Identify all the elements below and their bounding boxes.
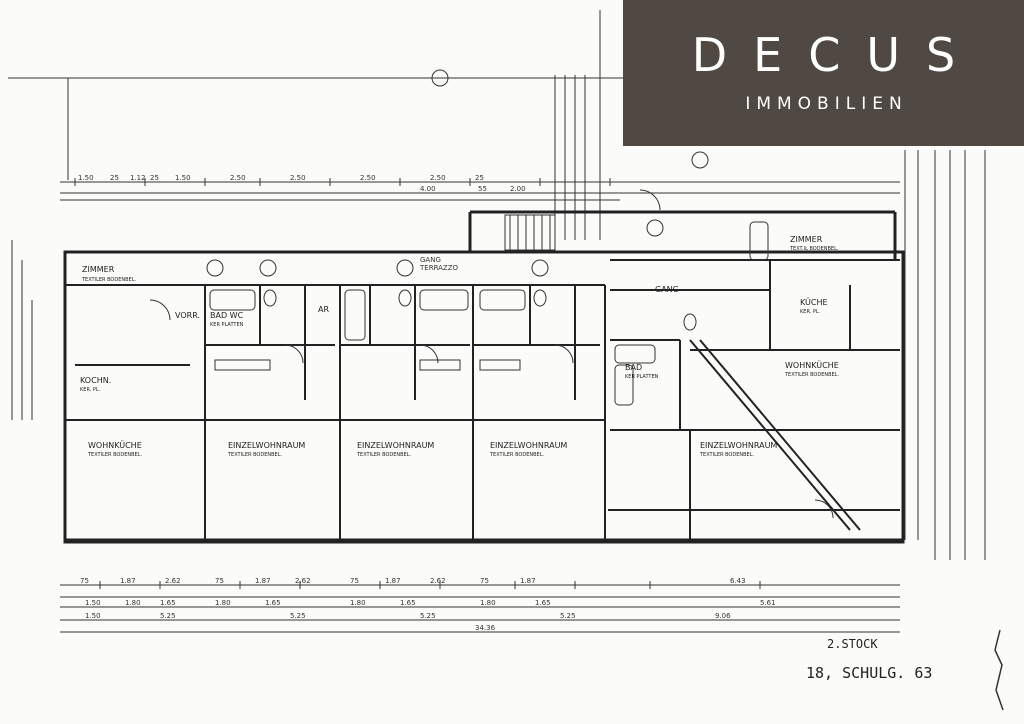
- room-12-floor: TEXTILER BODENBEL.: [784, 372, 839, 378]
- dim-bottom-8: 2.62: [430, 577, 446, 585]
- room-5-name: WOHNKÜCHE: [88, 440, 142, 450]
- logo-name: DECUS: [691, 28, 982, 82]
- dim-bottom-9: 75: [480, 577, 489, 585]
- floor-label: 2.STOCK: [827, 637, 878, 651]
- room-7-name: EINZELWOHNRAUM: [357, 441, 434, 450]
- room-0-name: ZIMMER: [82, 265, 115, 274]
- room-14-name: BAD: [625, 363, 642, 372]
- room-1-name: VORR.: [175, 311, 200, 320]
- dim-bottom3-1: 5.25: [160, 612, 176, 620]
- room-6-name: EINZELWOHNRAUM: [228, 441, 305, 450]
- dim-top-8: 2.50: [430, 174, 446, 182]
- room-6-floor: TEXTILER BODENBEL.: [227, 452, 282, 458]
- corridor-sub: TERRAZZO: [419, 264, 459, 272]
- room-4-name: BAD WC: [210, 311, 244, 320]
- dim-top-9: 25: [475, 174, 484, 182]
- outer-wall: [63, 250, 905, 544]
- dim-bottom-6: 75: [350, 577, 359, 585]
- room-0-floor: TEXTILER BODENBEL.: [81, 277, 136, 283]
- room-2-name: AR: [318, 305, 329, 314]
- dim-bottom2-9: 5.61: [760, 599, 776, 607]
- dim-bottom3-0: 1.50: [85, 612, 101, 620]
- dim-bottom2-2: 1.65: [160, 599, 176, 607]
- dim-bottom-11: 6.43: [730, 577, 746, 585]
- dim-bottom3-4: 5.25: [560, 612, 576, 620]
- room-9-name: EINZELWOHNRAUM: [700, 441, 777, 450]
- dim-bottom2-1: 1.80: [125, 599, 141, 607]
- dim-bottom2-0: 1.50: [85, 599, 101, 607]
- dim-bottom2-3: 1.80: [215, 599, 231, 607]
- dim-top-10: 4.00: [420, 185, 436, 193]
- room-8-floor: TEXTILER BODENBEL.: [489, 452, 544, 458]
- dim-bottom2-6: 1.65: [400, 599, 416, 607]
- dim-top-11: 55: [478, 185, 487, 193]
- dim-top-12: 2.00: [510, 185, 526, 193]
- room-11-floor: KER. PL.: [800, 309, 821, 315]
- dim-bottom-1: 1.87: [120, 577, 136, 585]
- dim-top-3: 25: [150, 174, 159, 182]
- address-label: 18, SCHULG. 63: [806, 664, 933, 682]
- dim-bottom-5: 2.62: [295, 577, 311, 585]
- room-3-name: KOCHN.: [80, 376, 111, 385]
- room-4-floor: KER PLATTEN: [210, 322, 244, 328]
- dim-bottom-10: 1.87: [520, 577, 536, 585]
- dim-bottom-0: 75: [80, 577, 89, 585]
- dim-top-5: 2.50: [230, 174, 246, 182]
- total-width: 34.36: [475, 624, 496, 632]
- room-9-floor: TEXTILER BODENBEL.: [699, 452, 754, 458]
- room-11-name: KÜCHE: [800, 297, 828, 307]
- dim-top-2: 1.12: [130, 174, 146, 182]
- dim-bottom2-5: 1.80: [350, 599, 366, 607]
- dim-bottom3-3: 5.25: [420, 612, 436, 620]
- dim-top-4: 1.50: [175, 174, 191, 182]
- dim-bottom-7: 1.87: [385, 577, 401, 585]
- dim-bottom2-7: 1.80: [480, 599, 496, 607]
- dim-top-7: 2.50: [360, 174, 376, 182]
- room-13-name: GANG: [655, 285, 679, 294]
- room-10-floor: TEXT.IL BODENBEL.: [789, 246, 839, 252]
- dim-bottom-2: 2.62: [165, 577, 181, 585]
- room-3-floor: KER. PL.: [80, 387, 101, 393]
- dim-bottom-4: 1.87: [255, 577, 271, 585]
- dim-bottom3-5: 9.06: [715, 612, 731, 620]
- room-5-floor: TEXTILER BODENBEL.: [87, 452, 142, 458]
- room-14-floor: KER PLATTEN: [625, 374, 659, 380]
- room-7-floor: TEXTILER BODENBEL.: [356, 452, 411, 458]
- room-12-name: WOHNKÜCHE: [785, 360, 839, 370]
- dim-bottom2-4: 1.65: [265, 599, 281, 607]
- dim-top-1: 25: [110, 174, 119, 182]
- logo-subtitle: IMMOBILIEN: [745, 94, 908, 114]
- room-10-name: ZIMMER: [790, 235, 823, 244]
- dim-top-6: 2.50: [290, 174, 306, 182]
- dim-bottom-3: 75: [215, 577, 224, 585]
- room-8-name: EINZELWOHNRAUM: [490, 441, 567, 450]
- dim-bottom2-8: 1.65: [535, 599, 551, 607]
- company-logo: DECUS IMMOBILIEN: [623, 0, 1024, 146]
- dim-bottom3-2: 5.25: [290, 612, 306, 620]
- corridor-label: GANG: [420, 256, 441, 264]
- dim-top-0: 1.50: [78, 174, 94, 182]
